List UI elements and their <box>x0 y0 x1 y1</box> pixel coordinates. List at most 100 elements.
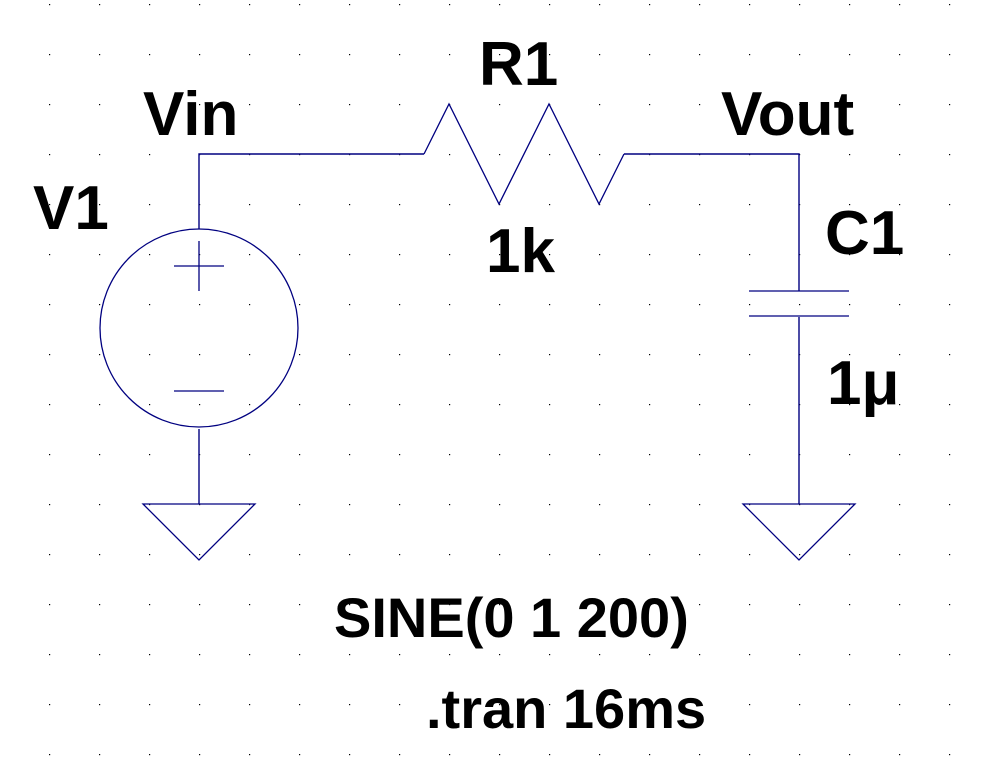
grid-dot <box>949 104 951 106</box>
grid-dot <box>449 754 451 756</box>
grid-dot <box>749 54 751 56</box>
grid-dot <box>149 754 151 756</box>
grid-dot <box>699 754 701 756</box>
grid-dot <box>499 54 501 56</box>
grid-dot <box>299 354 301 356</box>
grid-dot <box>799 754 801 756</box>
grid-dot <box>299 704 301 706</box>
capacitor-value-label[interactable]: 1μ <box>827 349 899 418</box>
net-label-vin[interactable]: Vin <box>143 80 238 149</box>
source-value-label[interactable]: SINE(0 1 200) <box>334 586 689 649</box>
grid-dot <box>249 654 251 656</box>
grid-dot <box>49 404 51 406</box>
grid-dot <box>699 204 701 206</box>
grid-dot <box>749 4 751 6</box>
grid-dot <box>249 604 251 606</box>
grid-dot <box>849 454 851 456</box>
grid-dot <box>499 154 501 156</box>
grid-dot <box>549 654 551 656</box>
capacitor-ref-label[interactable]: C1 <box>825 199 904 268</box>
grid-dot <box>699 604 701 606</box>
grid-dot <box>899 404 901 406</box>
grid-dot <box>149 604 151 606</box>
resistor-ref-label[interactable]: R1 <box>479 30 558 99</box>
grid-dot <box>149 704 151 706</box>
grid-dot <box>499 554 501 556</box>
grid-dot <box>899 254 901 256</box>
grid-dot <box>649 54 651 56</box>
simulation-directive[interactable]: .tran 16ms <box>426 677 706 740</box>
grid-dot <box>99 54 101 56</box>
net-label-vout[interactable]: Vout <box>721 80 854 149</box>
grid-dot <box>99 754 101 756</box>
grid-dot <box>599 354 601 356</box>
grid-dot <box>149 154 151 156</box>
grid-dot <box>849 754 851 756</box>
grid-dot <box>449 504 451 506</box>
ground-icon-source[interactable] <box>141 503 257 561</box>
grid-dot <box>199 4 201 6</box>
grid-dot <box>449 404 451 406</box>
grid-dot <box>649 654 651 656</box>
grid-dot <box>399 704 401 706</box>
grid-dot <box>449 4 451 6</box>
grid-dot <box>849 254 851 256</box>
grid-dot <box>49 354 51 356</box>
source-ref-label[interactable]: V1 <box>33 174 109 243</box>
grid-dot <box>99 4 101 6</box>
grid-dot <box>599 454 601 456</box>
capacitor-c1[interactable] <box>749 290 849 317</box>
grid-dot <box>799 304 801 306</box>
grid-dot <box>899 654 901 656</box>
grid-dot <box>549 504 551 506</box>
grid-dot <box>49 704 51 706</box>
grid-dot <box>199 554 201 556</box>
grid-dot <box>199 704 201 706</box>
grid-dot <box>449 54 451 56</box>
grid-dot <box>949 204 951 206</box>
grid-dot <box>99 104 101 106</box>
grid-dot <box>499 504 501 506</box>
grid-dot <box>599 404 601 406</box>
grid-dot <box>349 704 351 706</box>
grid-dot <box>949 4 951 6</box>
grid-dot <box>899 4 901 6</box>
grid-dot <box>399 654 401 656</box>
grid-dot <box>749 304 751 306</box>
grid-dot <box>799 4 801 6</box>
grid-dot <box>49 104 51 106</box>
resistor-r1[interactable] <box>423 102 625 206</box>
wire-vout-node[interactable] <box>624 153 800 291</box>
grid-dot <box>249 754 251 756</box>
grid-dot <box>849 304 851 306</box>
grid-dot <box>899 454 901 456</box>
voltage-source-v1[interactable] <box>99 228 299 428</box>
grid-dot <box>249 4 251 6</box>
grid-dot <box>649 754 651 756</box>
grid-dot <box>199 304 201 306</box>
grid-dot <box>399 204 401 206</box>
grid-dot <box>49 604 51 606</box>
grid-dot <box>399 754 401 756</box>
grid-dot <box>749 404 751 406</box>
grid-dot <box>549 704 551 706</box>
grid-dot <box>449 454 451 456</box>
grid-dot <box>849 204 851 206</box>
ground-icon-capacitor[interactable] <box>741 503 857 561</box>
grid-dot <box>49 554 51 556</box>
wire-vin-node[interactable] <box>198 153 424 229</box>
grid-dot <box>499 604 501 606</box>
grid-dot <box>949 754 951 756</box>
grid-dot <box>899 604 901 606</box>
grid-dot <box>899 154 901 156</box>
grid-dot <box>449 304 451 306</box>
grid-dot <box>449 354 451 356</box>
grid-dot <box>149 4 151 6</box>
grid-dot <box>549 754 551 756</box>
resistor-value-label[interactable]: 1k <box>486 217 555 286</box>
grid-dot <box>649 504 651 506</box>
grid-dot <box>499 354 501 356</box>
grid-dot <box>649 104 651 106</box>
grid-dot <box>949 604 951 606</box>
